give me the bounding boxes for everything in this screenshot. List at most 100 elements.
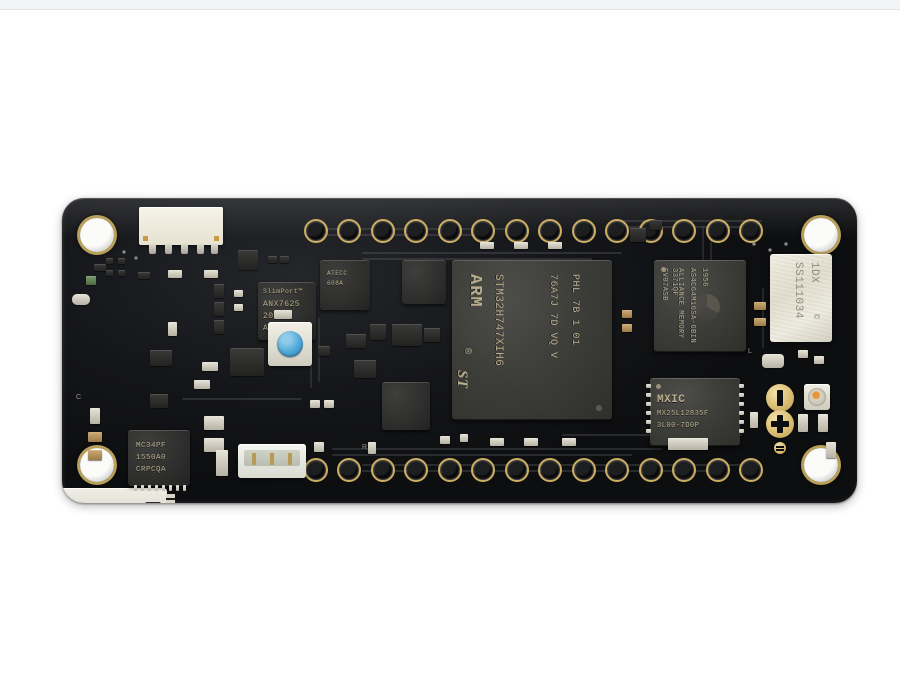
sdram-memory: ALLIANCE MEMORY AS4C64M16SA-6BIN 1956 SV… xyxy=(654,260,746,352)
header-hole[interactable] xyxy=(303,218,328,243)
header-hole[interactable] xyxy=(571,218,596,243)
header-hole[interactable] xyxy=(672,218,696,243)
passive-component xyxy=(234,304,243,311)
crypto-chip: ATECC 608A xyxy=(320,260,370,310)
silk-marking: C xyxy=(76,394,82,401)
passive-component xyxy=(622,324,632,332)
passive-component xyxy=(230,348,264,376)
wifi-bluetooth-shield-module: SS111034 1DX © xyxy=(770,254,832,342)
passive-component xyxy=(234,290,243,297)
passive-component xyxy=(138,272,150,279)
passive-component xyxy=(168,322,177,336)
passive-component xyxy=(86,276,96,285)
passive-component xyxy=(480,242,494,249)
header-hole[interactable] xyxy=(638,457,663,482)
main-microcontroller: ARM ® ST STM32H747XIH6 76A7J 7D VQ V PHL… xyxy=(452,260,612,420)
passive-component xyxy=(314,442,324,452)
header-hole[interactable] xyxy=(739,218,763,243)
pcb-trace xyxy=(362,258,592,260)
passive-component xyxy=(118,270,125,276)
passive-component xyxy=(214,320,224,334)
passive-component xyxy=(106,270,113,276)
pcb-via xyxy=(768,248,772,252)
fpc-camera-connector[interactable] xyxy=(139,207,223,254)
header-hole[interactable] xyxy=(705,457,730,482)
header-hole[interactable] xyxy=(605,457,629,482)
passive-component xyxy=(88,432,102,442)
passive-component xyxy=(88,450,102,460)
passive-component xyxy=(392,324,422,346)
photo-stage: HOC18A SlimPort™ ANX7625 2043 A691AC ATE… xyxy=(0,10,900,675)
mount-hole-top-right xyxy=(804,218,838,252)
gold-test-pad-small xyxy=(774,442,786,454)
passive-component xyxy=(622,310,632,318)
passive-component xyxy=(818,414,828,432)
header-hole[interactable] xyxy=(404,457,428,482)
header-hole[interactable] xyxy=(437,218,462,243)
passive-component xyxy=(118,258,125,264)
header-hole[interactable] xyxy=(538,457,562,482)
passive-component xyxy=(346,334,366,348)
passive-component xyxy=(204,416,224,430)
companion-qfn-chip xyxy=(402,260,446,304)
header-hole[interactable] xyxy=(303,457,328,482)
passive-component xyxy=(440,436,450,444)
passive-component xyxy=(754,302,766,310)
header-hole[interactable] xyxy=(337,218,361,243)
passive-component xyxy=(424,328,440,342)
passive-component xyxy=(524,438,538,446)
pcb-trace xyxy=(362,252,622,254)
passive-component xyxy=(562,438,576,446)
passive-component xyxy=(150,350,172,366)
battery-jst-connector[interactable] xyxy=(238,444,306,478)
header-hole[interactable] xyxy=(337,457,361,482)
header-hole[interactable] xyxy=(370,218,395,243)
passive-component xyxy=(490,438,504,446)
passive-component xyxy=(194,380,210,389)
header-hole[interactable] xyxy=(504,218,529,243)
header-hole[interactable] xyxy=(471,457,495,482)
passive-component xyxy=(630,228,646,242)
gold-test-pad-plus xyxy=(766,410,794,438)
pcb-trace xyxy=(710,226,712,266)
pcb-via xyxy=(122,250,126,254)
pcb-trace xyxy=(362,470,712,472)
header-hole[interactable] xyxy=(404,218,428,243)
header-hole[interactable] xyxy=(672,457,696,482)
window-top-bar xyxy=(0,0,900,10)
header-hole[interactable] xyxy=(437,457,462,482)
mount-hole-top-left xyxy=(80,218,114,252)
portenta-h7-board: HOC18A SlimPort™ ANX7625 2043 A691AC ATE… xyxy=(62,198,857,503)
header-hole[interactable] xyxy=(605,218,629,243)
header-hole[interactable] xyxy=(571,457,596,482)
passive-component xyxy=(204,270,218,278)
passive-component xyxy=(238,250,258,270)
pcb-trace xyxy=(332,454,632,456)
pcb-trace xyxy=(332,448,662,450)
header-hole[interactable] xyxy=(538,218,562,243)
pcb-via xyxy=(134,256,138,260)
pcb-trace xyxy=(702,226,704,272)
reset-push-button[interactable] xyxy=(268,322,312,366)
passive-component xyxy=(310,400,320,408)
header-hole[interactable] xyxy=(471,218,495,243)
header-hole[interactable] xyxy=(739,457,763,482)
passive-component xyxy=(168,270,182,278)
header-hole[interactable] xyxy=(504,457,529,482)
passive-component xyxy=(814,356,824,364)
passive-component xyxy=(214,302,224,316)
small-qfn-regulator xyxy=(382,382,430,430)
passive-component xyxy=(204,438,224,452)
silk-marking: R xyxy=(362,444,368,451)
passive-component xyxy=(548,242,562,249)
passive-component xyxy=(668,438,708,450)
passive-component xyxy=(318,346,330,356)
header-hole[interactable] xyxy=(705,218,730,243)
ufl-antenna-connector[interactable] xyxy=(804,384,830,410)
usb-type-c-connector[interactable]: HOC18A xyxy=(62,488,175,503)
button-cap[interactable] xyxy=(277,331,303,357)
header-hole[interactable] xyxy=(370,457,395,482)
silk-marking: L xyxy=(748,348,752,355)
pcb-via xyxy=(752,242,756,246)
passive-component xyxy=(762,354,784,368)
